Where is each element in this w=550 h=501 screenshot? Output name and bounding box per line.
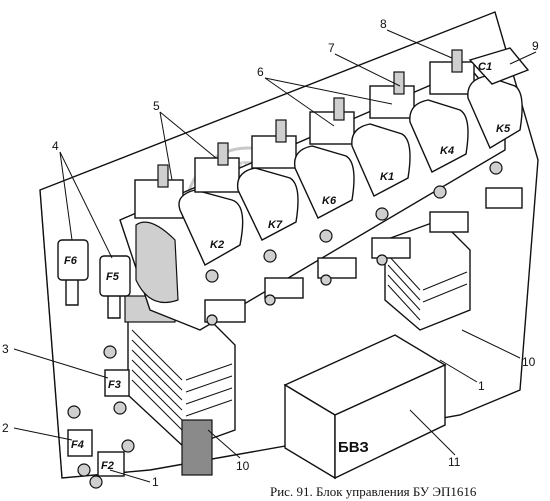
relay-k5: K5 [429, 61, 523, 209]
fuse-f3: F3 [103, 345, 130, 415]
terminal-mark: C1 [478, 61, 492, 73]
callout-1: 1 [152, 475, 159, 489]
relay-k4: K4 [369, 85, 469, 233]
relay-k1: K1 [309, 111, 411, 259]
terminal-block-c1: C1 [468, 47, 530, 85]
fuse-f4: F4 [67, 405, 93, 477]
callout-5: 5 [153, 99, 160, 113]
callout-9: 9 [532, 39, 539, 53]
relay-k6: K6 [251, 135, 357, 279]
contact-studs [205, 161, 503, 326]
bvz-label: БВЗ [338, 439, 369, 456]
relay-k2-label: K2 [210, 239, 224, 251]
relay-k1-label: K1 [380, 171, 394, 183]
relay-k2: K2 [134, 179, 246, 323]
terminal-posts [157, 49, 463, 188]
relay-k7: K7 [194, 157, 304, 299]
fuse-f2-label: F2 [101, 460, 114, 472]
callout-6: 6 [257, 65, 264, 79]
figure-caption: Рис. 91. Блок управления БУ ЭП1616 [270, 484, 477, 499]
callout-3: 3 [2, 342, 9, 356]
relay-k4-label: K4 [440, 145, 454, 157]
callout-8: 8 [380, 17, 387, 31]
relay-k7-label: K7 [268, 219, 283, 231]
fuse-f6: F6 [57, 239, 89, 306]
callout-1-right: 1 [478, 379, 485, 393]
fuse-f5: F5 [99, 255, 131, 319]
leader-lines [13, 29, 537, 483]
fuse-f5-label: F5 [106, 271, 120, 283]
callout-2: 2 [2, 421, 9, 435]
relay-k5-label: K5 [496, 123, 511, 135]
relay-k6-label: K6 [322, 195, 337, 207]
fuse-f4-label: F4 [71, 439, 84, 451]
fuse-f6-label: F6 [64, 255, 78, 267]
callout-11: 11 [448, 455, 461, 469]
fuse-f2: F2 [89, 439, 135, 489]
callout-10-right: 10 [522, 355, 536, 369]
callout-7: 7 [328, 41, 335, 55]
fuse-f3-label: F3 [108, 379, 121, 391]
callout-10-bottom: 10 [236, 459, 250, 473]
callout-4: 4 [52, 139, 59, 153]
bvz-block: БВЗ [283, 334, 447, 480]
